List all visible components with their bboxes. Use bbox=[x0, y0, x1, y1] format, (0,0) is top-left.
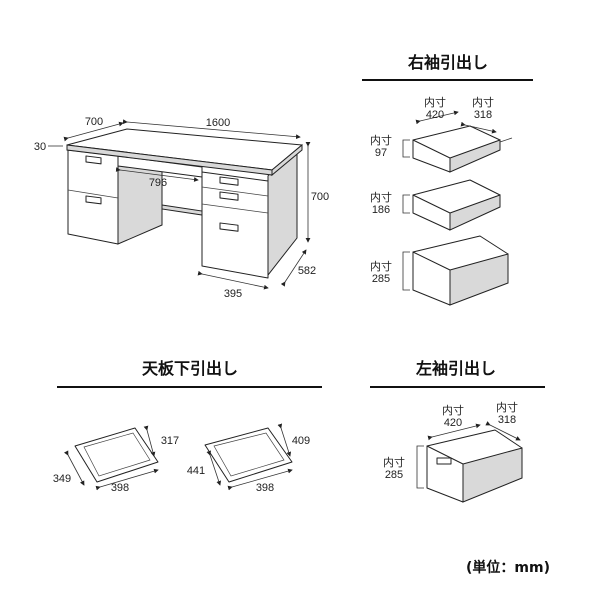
inner-height-label: 285 bbox=[372, 273, 390, 285]
inner-height-label: 285 bbox=[385, 469, 403, 481]
inner-label: 内寸 bbox=[370, 190, 392, 204]
inner-label: 内寸 bbox=[496, 400, 518, 414]
inner-depth-label: 318 bbox=[474, 109, 492, 121]
inner-height-label: 97 bbox=[375, 147, 387, 159]
inner-label: 内寸 bbox=[442, 403, 464, 417]
right-drawers: 内寸 420 内寸 318 内寸 97 内寸 186 内寸 285 bbox=[370, 95, 513, 306]
unit-note: (単位：mm) bbox=[466, 559, 550, 576]
left-drawer: 内寸 420 内寸 318 内寸 285 bbox=[383, 400, 523, 503]
inner-label: 内寸 bbox=[383, 455, 405, 469]
tray1-side-label: 349 bbox=[53, 473, 71, 485]
inner-label: 内寸 bbox=[370, 133, 392, 147]
tray2-width-label: 398 bbox=[256, 482, 274, 494]
pedestal-width-label: 395 bbox=[224, 288, 242, 300]
inner-height-label: 186 bbox=[372, 204, 390, 216]
desk-illustration: 700 1600 30 796 700 582 395 bbox=[34, 116, 329, 300]
tray2-depth-label: 409 bbox=[292, 435, 310, 447]
inner-width-label: 420 bbox=[426, 109, 444, 121]
inner-label: 内寸 bbox=[424, 95, 446, 109]
top-thickness-label: 30 bbox=[34, 141, 46, 153]
desk-height-label: 700 bbox=[311, 191, 329, 203]
pedestal-depth-label: 582 bbox=[298, 265, 316, 277]
top-drawer-title: 天板下引出し bbox=[142, 359, 238, 378]
right-drawer-title: 右袖引出し bbox=[408, 53, 488, 72]
desk-width-label: 1600 bbox=[206, 117, 230, 129]
desk-depth-label: 700 bbox=[85, 116, 103, 128]
inner-width-label: 420 bbox=[444, 417, 462, 429]
top-drawer-trays: 317 349 398 409 441 398 bbox=[53, 423, 310, 494]
tray1-width-label: 398 bbox=[111, 482, 129, 494]
knee-width-label: 796 bbox=[149, 177, 167, 189]
left-drawer-title: 左袖引出し bbox=[415, 359, 496, 378]
inner-label: 内寸 bbox=[370, 259, 392, 273]
inner-depth-label: 318 bbox=[498, 414, 516, 426]
tray1-depth-label: 317 bbox=[161, 435, 179, 447]
inner-label: 内寸 bbox=[472, 95, 494, 109]
tray2-side-label: 441 bbox=[187, 465, 205, 477]
